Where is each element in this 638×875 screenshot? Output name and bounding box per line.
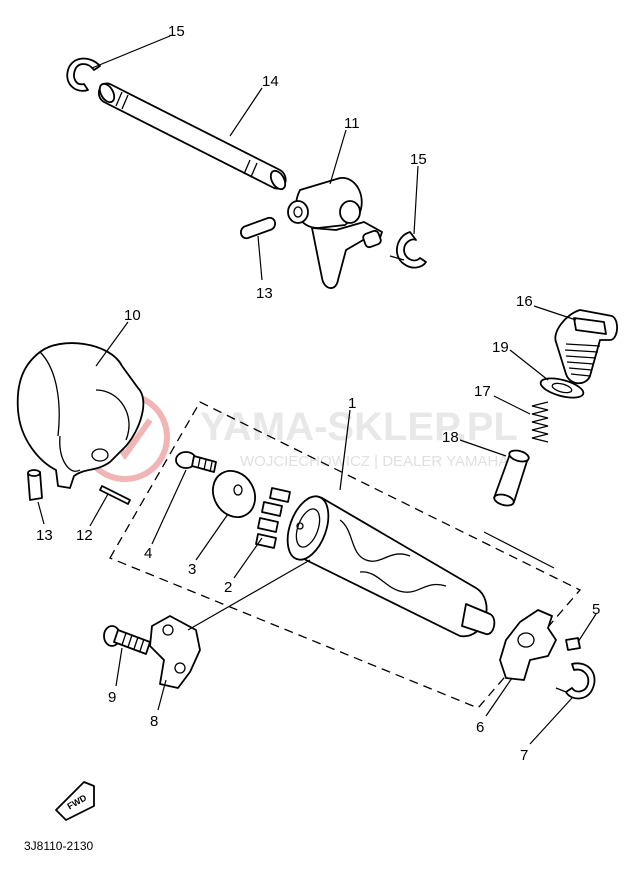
callout-5: 5 — [592, 601, 600, 618]
callout-7: 7 — [520, 747, 528, 764]
callout-1: 1 — [348, 395, 356, 412]
callout-3: 3 — [188, 561, 196, 578]
callout-15-right: 15 — [410, 151, 427, 168]
dowel-pin-part-13-upper — [240, 216, 276, 240]
shift-shaft-part-14 — [97, 82, 287, 191]
circlip-part-7 — [555, 662, 596, 700]
callout-8: 8 — [150, 713, 158, 730]
callout-10: 10 — [124, 307, 141, 324]
callout-14: 14 — [262, 73, 279, 90]
circlip-part-15-right — [389, 231, 427, 269]
shift-drum-part-1 — [286, 495, 496, 637]
stopper-part-8 — [149, 615, 201, 689]
callout-4: 4 — [144, 545, 152, 562]
watermark-subline: WOJCIECHOWICZ | DEALER YAMAHA — [240, 453, 508, 470]
callout-17: 17 — [474, 383, 491, 400]
circlip-part-15-top — [66, 57, 101, 92]
watermark-brand: YAMA-SKLEP.PL — [200, 405, 518, 449]
dowel-pin-part-13-lower — [27, 469, 43, 501]
callout-19: 19 — [492, 339, 509, 356]
callout-15-top: 15 — [168, 23, 185, 40]
callout-6: 6 — [476, 719, 484, 736]
callout-12: 12 — [76, 527, 93, 544]
callout-9: 9 — [108, 689, 116, 706]
callout-11: 11 — [344, 115, 360, 132]
callout-18: 18 — [442, 429, 459, 446]
leader-lines — [37, 35, 597, 745]
segment-part-10 — [16, 342, 145, 489]
callout-13-lower: 13 — [36, 527, 53, 544]
plunger-part-18 — [493, 449, 530, 507]
pin-part-5 — [565, 637, 581, 651]
drawing-code: 3J8110-2130 — [24, 839, 93, 853]
callout-labels: 15 14 11 15 13 16 10 19 1 17 18 13 12 4 … — [36, 23, 600, 764]
washer-part-19 — [539, 377, 585, 399]
shift-pins-part-2 — [255, 487, 291, 549]
plate-part-3 — [212, 470, 256, 518]
callout-2: 2 — [224, 579, 232, 596]
shift-fork-part-11 — [287, 177, 383, 289]
callout-16: 16 — [516, 293, 533, 310]
stopper-bolt-part-16 — [554, 309, 618, 385]
screw-part-9 — [103, 625, 151, 655]
pin-part-12 — [99, 485, 131, 505]
screw-part-4 — [175, 451, 217, 473]
callout-13-upper: 13 — [256, 285, 273, 302]
spring-part-17 — [531, 401, 549, 443]
assembly-outline — [109, 401, 582, 709]
forward-direction-tag: FWD — [55, 781, 95, 821]
cam-plate-part-6 — [499, 609, 557, 681]
